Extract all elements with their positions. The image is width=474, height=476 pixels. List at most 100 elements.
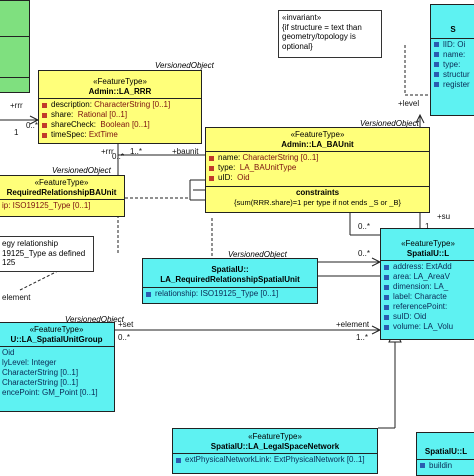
attr-name: description:: [51, 100, 92, 109]
protected-attribute-icon: [42, 122, 47, 128]
attribute-row: lID: Oi: [434, 40, 472, 50]
class-la-spatialunit[interactable]: «FeatureType» SpatialU::L address: ExtAd…: [380, 228, 474, 340]
attribute-icon: [384, 284, 389, 290]
attribute-list: description: CharacterString [0..1] shar…: [39, 99, 201, 141]
attribute-row: type: LA_BAUnitType: [209, 163, 426, 173]
attr-name: uID:: [218, 173, 233, 182]
class-name: U::LA_SpatialUnitGroup: [10, 334, 103, 344]
attr-text: extPhysicalNetworkLink: ExtPhysicalNetwo…: [185, 455, 365, 464]
protected-attribute-icon: [209, 165, 214, 171]
attr-name: timeSpec:: [51, 130, 87, 139]
note-line: 125: [2, 258, 16, 267]
attr-text: lyLevel: Integer: [2, 358, 57, 367]
constraints-title: constraints: [295, 188, 340, 197]
attribute-list: lID: Oi name: type: structur register: [431, 39, 474, 91]
attribute-row: suID: Oid: [384, 312, 472, 322]
attribute-row: name:: [434, 50, 472, 60]
relationship-note: egy relationship 19125_Type as defined 1…: [0, 236, 94, 272]
class-name: S: [450, 25, 456, 34]
attribute-icon: [384, 274, 389, 280]
note-line: 19125_Type as defined: [2, 248, 86, 258]
role-label: +element: [336, 320, 370, 329]
multiplicity-label: 0..*: [358, 249, 371, 258]
attribute-row: label: Characte: [384, 292, 472, 302]
attribute-row: register: [434, 80, 472, 90]
multiplicity-label: 1: [425, 222, 430, 231]
versioned-label: VersionedObject: [65, 315, 124, 324]
attribute-row: ip: ISO19125_Type [0..1]: [2, 201, 121, 211]
stereotype-label: «FeatureType»: [401, 239, 455, 248]
class-name: SpatialU::LA_LegalSpaceNetwork: [210, 441, 340, 451]
attribute-row: referencePoint:: [384, 302, 472, 312]
class-la-baunit[interactable]: «FeatureType» Admin::LA_BAUnit name: Cha…: [205, 127, 430, 213]
attribute-list: ip: ISO19125_Type [0..1]: [0, 200, 124, 212]
attr-type: CharacterString [0..1]: [242, 153, 319, 162]
attribute-icon: [384, 304, 389, 310]
protected-attribute-icon: [209, 155, 214, 161]
class-la-rrr[interactable]: «FeatureType» Admin::LA_RRR description:…: [38, 70, 202, 144]
multiplicity-label: 0..*: [112, 152, 125, 161]
class-la-required-relationship-baunit[interactable]: «FeatureType» RequiredRelationshipBAUnit…: [0, 175, 125, 217]
attr-text: type:: [443, 59, 461, 69]
class-la-buildingunit[interactable]: SpatialU::L buildin: [416, 432, 474, 476]
attribute-icon: [176, 457, 181, 463]
protected-attribute-icon: [42, 132, 47, 138]
stereotype-label: «FeatureType»: [248, 432, 302, 441]
stereotype-label: «FeatureType»: [29, 325, 84, 334]
green-class-partial: [0, 0, 30, 93]
attr-text: suID: Oid: [393, 312, 427, 321]
class-la-spatialunit-group[interactable]: «FeatureType» U::LA_SpatialUnitGroup Oid…: [0, 322, 115, 412]
attribute-icon: [384, 324, 389, 330]
attr-text: name:: [443, 49, 466, 59]
attr-text: address: ExtAdd: [393, 262, 452, 271]
multiplicity-label: 1: [14, 128, 19, 137]
class-name: Admin::LA_BAUnit: [281, 139, 354, 149]
attribute-icon: [434, 52, 439, 57]
note-line: geometry/topology is: [282, 32, 356, 41]
class-name: SpatialU::L: [406, 248, 450, 258]
note-line: «invariant»: [282, 13, 322, 22]
attr-text: encePoint: GM_Point [0..1]: [2, 388, 98, 397]
role-label: +rrr: [10, 101, 23, 110]
attr-name: shareCheck:: [51, 120, 96, 129]
attribute-row: Oid: [2, 348, 111, 358]
attr-text: referencePoint:: [393, 302, 448, 311]
note-line: {if structure = text than: [282, 22, 362, 32]
attribute-row: buildin: [420, 461, 472, 471]
attribute-list: buildin: [417, 460, 474, 472]
attribute-icon: [434, 82, 439, 87]
attribute-row: lyLevel: Integer: [2, 358, 111, 368]
versioned-label: VersionedObject: [228, 250, 287, 259]
attribute-icon: [434, 62, 439, 67]
role-label: +level: [398, 99, 420, 108]
multiplicity-label: 0..*: [26, 121, 39, 130]
attr-text: area: LA_AreaV: [393, 272, 450, 281]
attribute-list: relationship: ISO19125_Type [0..1]: [143, 288, 317, 300]
attribute-row: address: ExtAdd: [384, 262, 472, 272]
attribute-row: timeSpec: ExtTime: [42, 130, 198, 140]
attr-name: name:: [218, 153, 241, 162]
attribute-row: CharacterString [0..1]: [2, 378, 111, 388]
multiplicity-label: 1..*: [356, 333, 369, 342]
role-label: +baunit: [172, 147, 199, 156]
attr-type: CharacterString [0..1]: [94, 100, 171, 109]
class-la-legalspacenetwork-header[interactable]: «FeatureType» SpatialU::LA_LegalSpaceNet…: [172, 428, 378, 472]
attr-text: CharacterString [0..1]: [2, 378, 79, 387]
class-name: SpatialU::: [211, 265, 249, 274]
attr-type: Boolean [0..1]: [100, 120, 150, 129]
attribute-row: volume: LA_Volu: [384, 322, 472, 332]
constraint-text: {sum(RRR.share)=1 per type if not ends _…: [234, 197, 401, 207]
class-la-required-relationship-spatialunit[interactable]: SpatialU:: LA_RequiredRelationshipSpatia…: [142, 258, 318, 304]
class-name: LA_RequiredRelationshipSpatialUnit: [160, 274, 300, 284]
attribute-row: encePoint: GM_Point [0..1]: [2, 388, 111, 398]
multiplicity-label: 1..*: [130, 147, 143, 156]
attribute-list: address: ExtAdd area: LA_AreaV dimension…: [381, 261, 474, 333]
attr-text: Oid: [2, 348, 15, 357]
class-la-level[interactable]: S lID: Oi name: type: structur register: [430, 4, 474, 116]
multiplicity-label: 0..*: [118, 333, 131, 342]
role-label: +rrr: [101, 147, 114, 156]
attr-text: relationship: ISO19125_Type [0..1]: [155, 289, 279, 298]
attribute-icon: [384, 314, 389, 320]
note-line: optional}: [282, 41, 313, 51]
class-name: SpatialU::L: [424, 447, 468, 456]
